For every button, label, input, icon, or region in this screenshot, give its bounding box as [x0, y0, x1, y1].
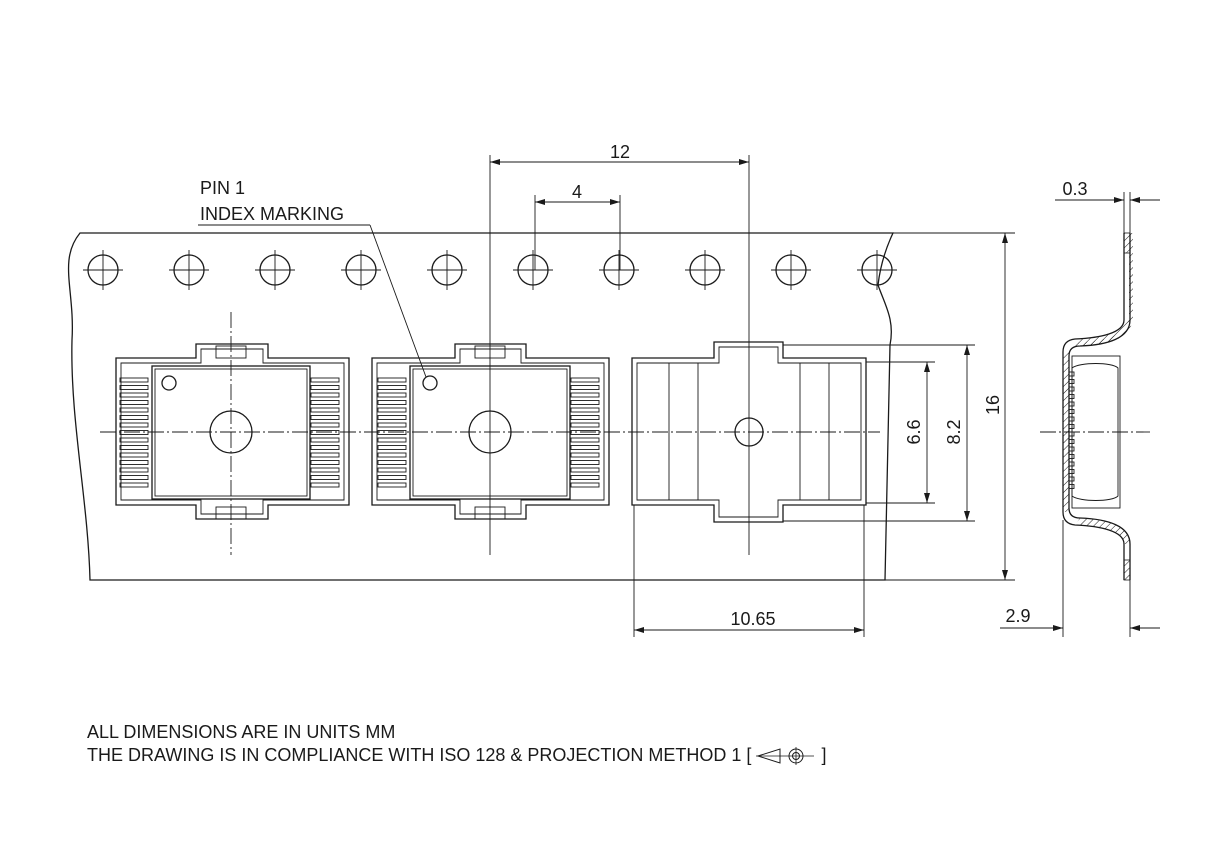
component-leads	[377, 377, 407, 488]
dimension-label-6-6: 6.6	[904, 419, 924, 444]
sprocket-hole	[513, 250, 553, 290]
sprocket-hole	[83, 250, 123, 290]
dimension-label-4: 4	[572, 182, 582, 202]
dimension-hole-pitch: 4	[534, 182, 621, 270]
first-angle-projection-icon	[756, 747, 815, 766]
dimension-label-10-65: 10.65	[730, 609, 775, 629]
tape-outline	[67, 232, 895, 581]
component-leads	[310, 377, 340, 488]
dimension-pitch: 12	[490, 142, 749, 165]
sprocket-hole	[857, 250, 897, 290]
dimension-tape-width: 16	[885, 232, 1015, 581]
sprocket-hole	[341, 250, 381, 290]
dimension-pocket-outer: 8.2	[783, 344, 975, 522]
note-compliance: THE DRAWING IS IN COMPLIANCE WITH ISO 12…	[87, 745, 826, 766]
dimension-label-8-2: 8.2	[944, 419, 964, 444]
dimension-depth: 2.9	[1000, 520, 1160, 637]
dimension-thickness: 0.3	[1055, 179, 1160, 233]
component-leads	[570, 377, 600, 488]
pin1-callout: PIN 1 INDEX MARKING	[198, 178, 427, 378]
dimension-pocket-length: 10.65	[633, 505, 865, 637]
pocket-2	[371, 343, 610, 520]
side-section-view	[1040, 232, 1150, 581]
pin1-label: PIN 1	[200, 178, 245, 198]
note-units: ALL DIMENSIONS ARE IN UNITS MM	[87, 722, 396, 742]
pocket-1	[115, 312, 350, 555]
sprocket-hole	[771, 250, 811, 290]
dimension-label-12: 12	[610, 142, 630, 162]
dimension-label-2-9: 2.9	[1005, 606, 1030, 626]
index-marking-label: INDEX MARKING	[200, 204, 344, 224]
sprocket-holes	[83, 250, 897, 290]
sprocket-hole	[255, 250, 295, 290]
sprocket-hole	[685, 250, 725, 290]
note-compliance-close: ]	[821, 745, 827, 765]
sprocket-hole	[427, 250, 467, 290]
sprocket-hole	[169, 250, 209, 290]
pocket-3-empty	[631, 341, 867, 523]
dimension-label-16: 16	[983, 395, 1003, 415]
side-view-leads	[1068, 371, 1075, 489]
dimension-pocket-width: 6.6	[866, 361, 935, 504]
dimension-label-0-3: 0.3	[1062, 179, 1087, 199]
note-compliance-text: THE DRAWING IS IN COMPLIANCE WITH ISO 12…	[87, 745, 752, 765]
component-leads	[119, 377, 149, 488]
sprocket-hole	[599, 250, 639, 290]
